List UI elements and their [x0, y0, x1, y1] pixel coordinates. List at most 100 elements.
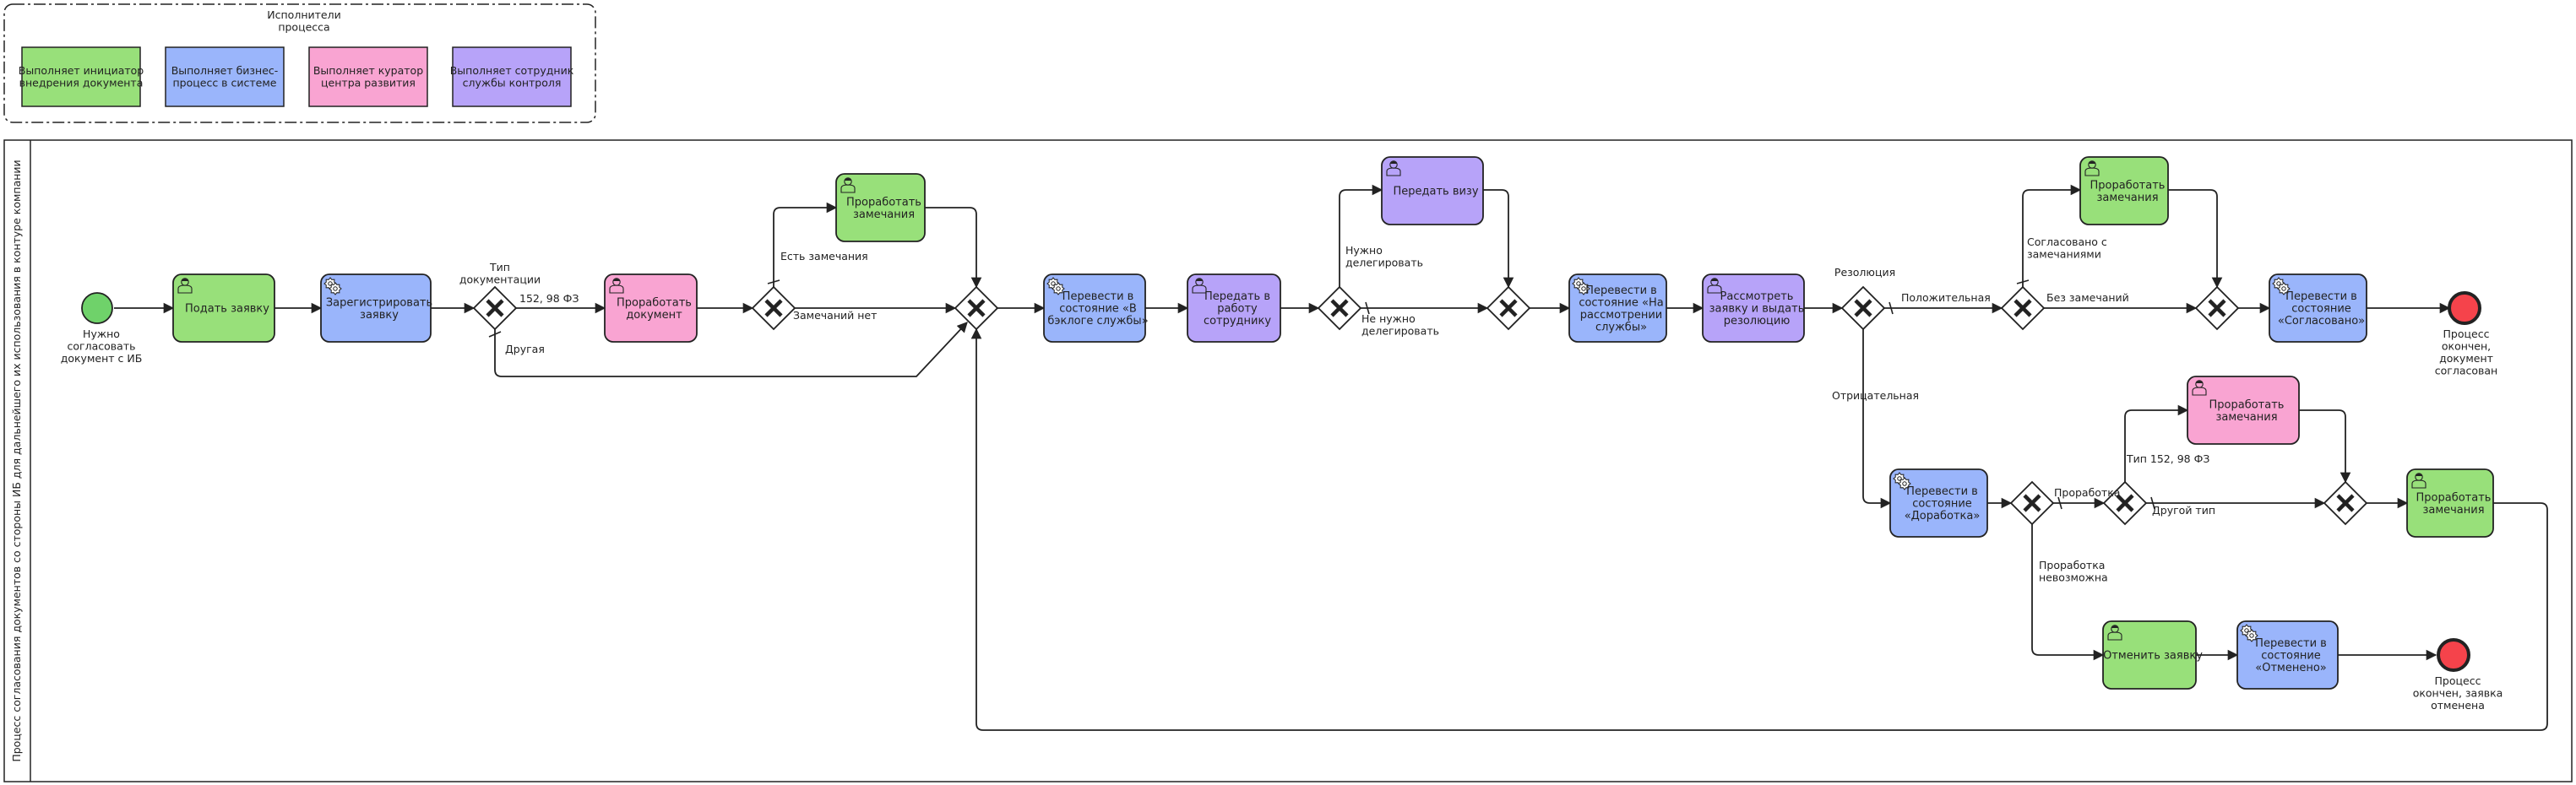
flow-visa-gw5: [1483, 189, 1514, 289]
default-mark-positive: [1889, 301, 1894, 315]
gateway-rework: [2009, 480, 2055, 526]
user-icon: [2411, 473, 2427, 489]
task-box: [1702, 273, 1805, 343]
task-box: [2187, 376, 2300, 445]
gear-icon: [1893, 472, 1911, 490]
task-box: [1187, 273, 1281, 343]
legend-swatch: [308, 46, 428, 107]
exclusive-x-icon: [2208, 299, 2226, 317]
exclusive-x-icon: [1499, 299, 1518, 317]
task-box: [1043, 273, 1146, 343]
task-cancel[interactable]: Отменить заявку: [2102, 620, 2203, 690]
flow-label-no-remarks2: Без замечаний: [2046, 291, 2129, 304]
task-submit[interactable]: Подать заявку: [172, 273, 275, 343]
default-flow-marks: [488, 279, 2155, 510]
gateway-doc-type: [472, 285, 518, 331]
default-mark-other-type: [2150, 496, 2155, 510]
legend-frame: [3, 3, 596, 123]
flow-gw9-cancel: [2031, 524, 2105, 661]
task-box: [2236, 620, 2339, 690]
flow-gw2-remarks1: [773, 202, 838, 287]
task-visa[interactable]: Передать визу: [1381, 156, 1484, 225]
exclusive-x-icon: [2023, 494, 2041, 512]
flow-gw7-remarks2: [2022, 184, 2082, 287]
user-icon: [609, 278, 624, 294]
gateway-merge-2: [1486, 285, 1531, 331]
exclusive-x-icon: [1330, 299, 1349, 317]
gear-icon: [2240, 624, 2258, 642]
user-icon: [2107, 625, 2122, 641]
flow-label-rework: Проработка: [2054, 486, 2120, 499]
task-box: [1568, 273, 1667, 343]
flow-gw6-negative: [1862, 329, 1892, 509]
exclusive-x-icon: [2336, 494, 2355, 512]
gateway-remarks: [751, 285, 796, 331]
gear-icon: [1046, 277, 1065, 295]
flow-label-negative: Отрицательная: [1832, 389, 1919, 402]
exclusive-x-icon: [2014, 299, 2032, 317]
flow-label-fz: 152, 98 ФЗ: [519, 292, 579, 305]
user-icon: [1386, 160, 1401, 176]
default-mark-approved-remarks: [2016, 279, 2030, 284]
gear-icon: [1572, 277, 1590, 295]
exclusive-x-icon: [764, 299, 783, 317]
end-event-approved-circle: [2448, 291, 2481, 325]
exclusive-x-icon: [486, 299, 504, 317]
task-box: [2406, 468, 2494, 538]
task-label: Передать визу: [1393, 186, 1478, 198]
gear-icon: [2272, 277, 2291, 295]
user-icon: [177, 278, 193, 294]
flow-label-other-type: Другой тип: [2152, 504, 2215, 517]
flow-doctype-other: [494, 322, 968, 377]
gateway-merge-3: [2194, 285, 2240, 331]
task-box: [172, 273, 275, 343]
gear-icon: [323, 277, 342, 295]
gateway-merge-4: [2323, 480, 2368, 526]
task-label: Отменить заявку: [2103, 650, 2203, 663]
sequence-flows: [114, 184, 2548, 731]
legend-swatch: [21, 46, 141, 107]
gateway-delegate: [1317, 285, 1362, 331]
exclusive-x-icon: [967, 299, 986, 317]
flow-label-type-fz: Тип 152, 98 ФЗ: [2126, 452, 2209, 465]
flow-remarks2-gw8: [2168, 189, 2223, 289]
pool-label: Процесс согласования документов со сторо…: [10, 160, 23, 761]
task-label: Подать заявку: [185, 303, 269, 316]
gateway-resolution-label: Резолюция: [1834, 266, 1895, 279]
